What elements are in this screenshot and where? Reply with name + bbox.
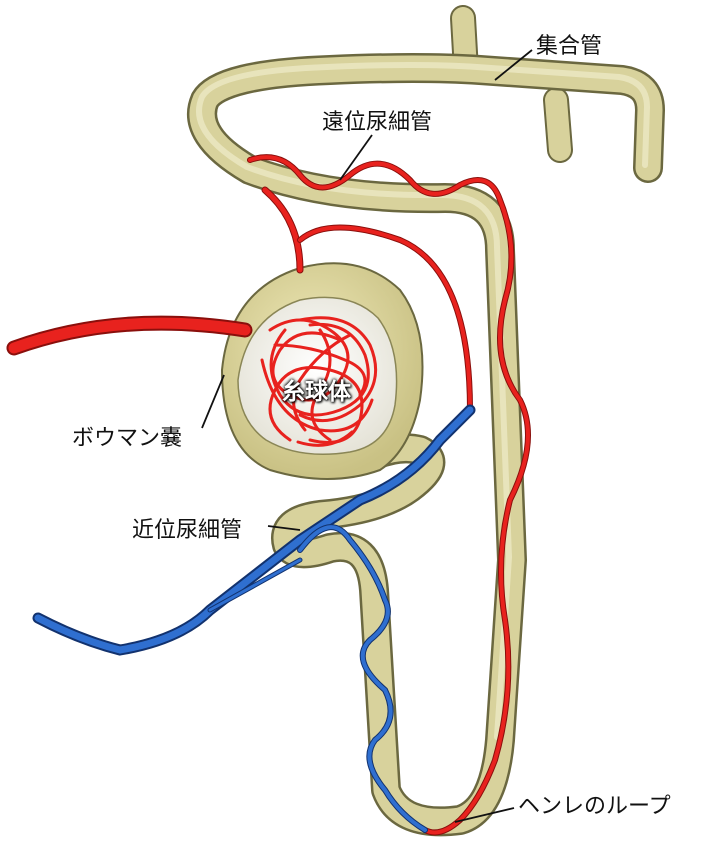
collecting-duct-label: 集合管 bbox=[536, 36, 602, 58]
bowman-capsule-label: ボウマン嚢 bbox=[72, 428, 182, 450]
glomerulus-label: 糸球体 bbox=[282, 381, 351, 404]
arterial-vessels bbox=[14, 157, 528, 832]
venous-vessels bbox=[38, 410, 470, 830]
distal-tubule-label: 遠位尿細管 bbox=[322, 112, 432, 134]
proximal-tubule-label: 近位尿細管 bbox=[132, 520, 242, 542]
loop-of-henle-label: ヘンレのループ bbox=[518, 796, 671, 818]
leader-bowman-capsule bbox=[202, 375, 224, 428]
